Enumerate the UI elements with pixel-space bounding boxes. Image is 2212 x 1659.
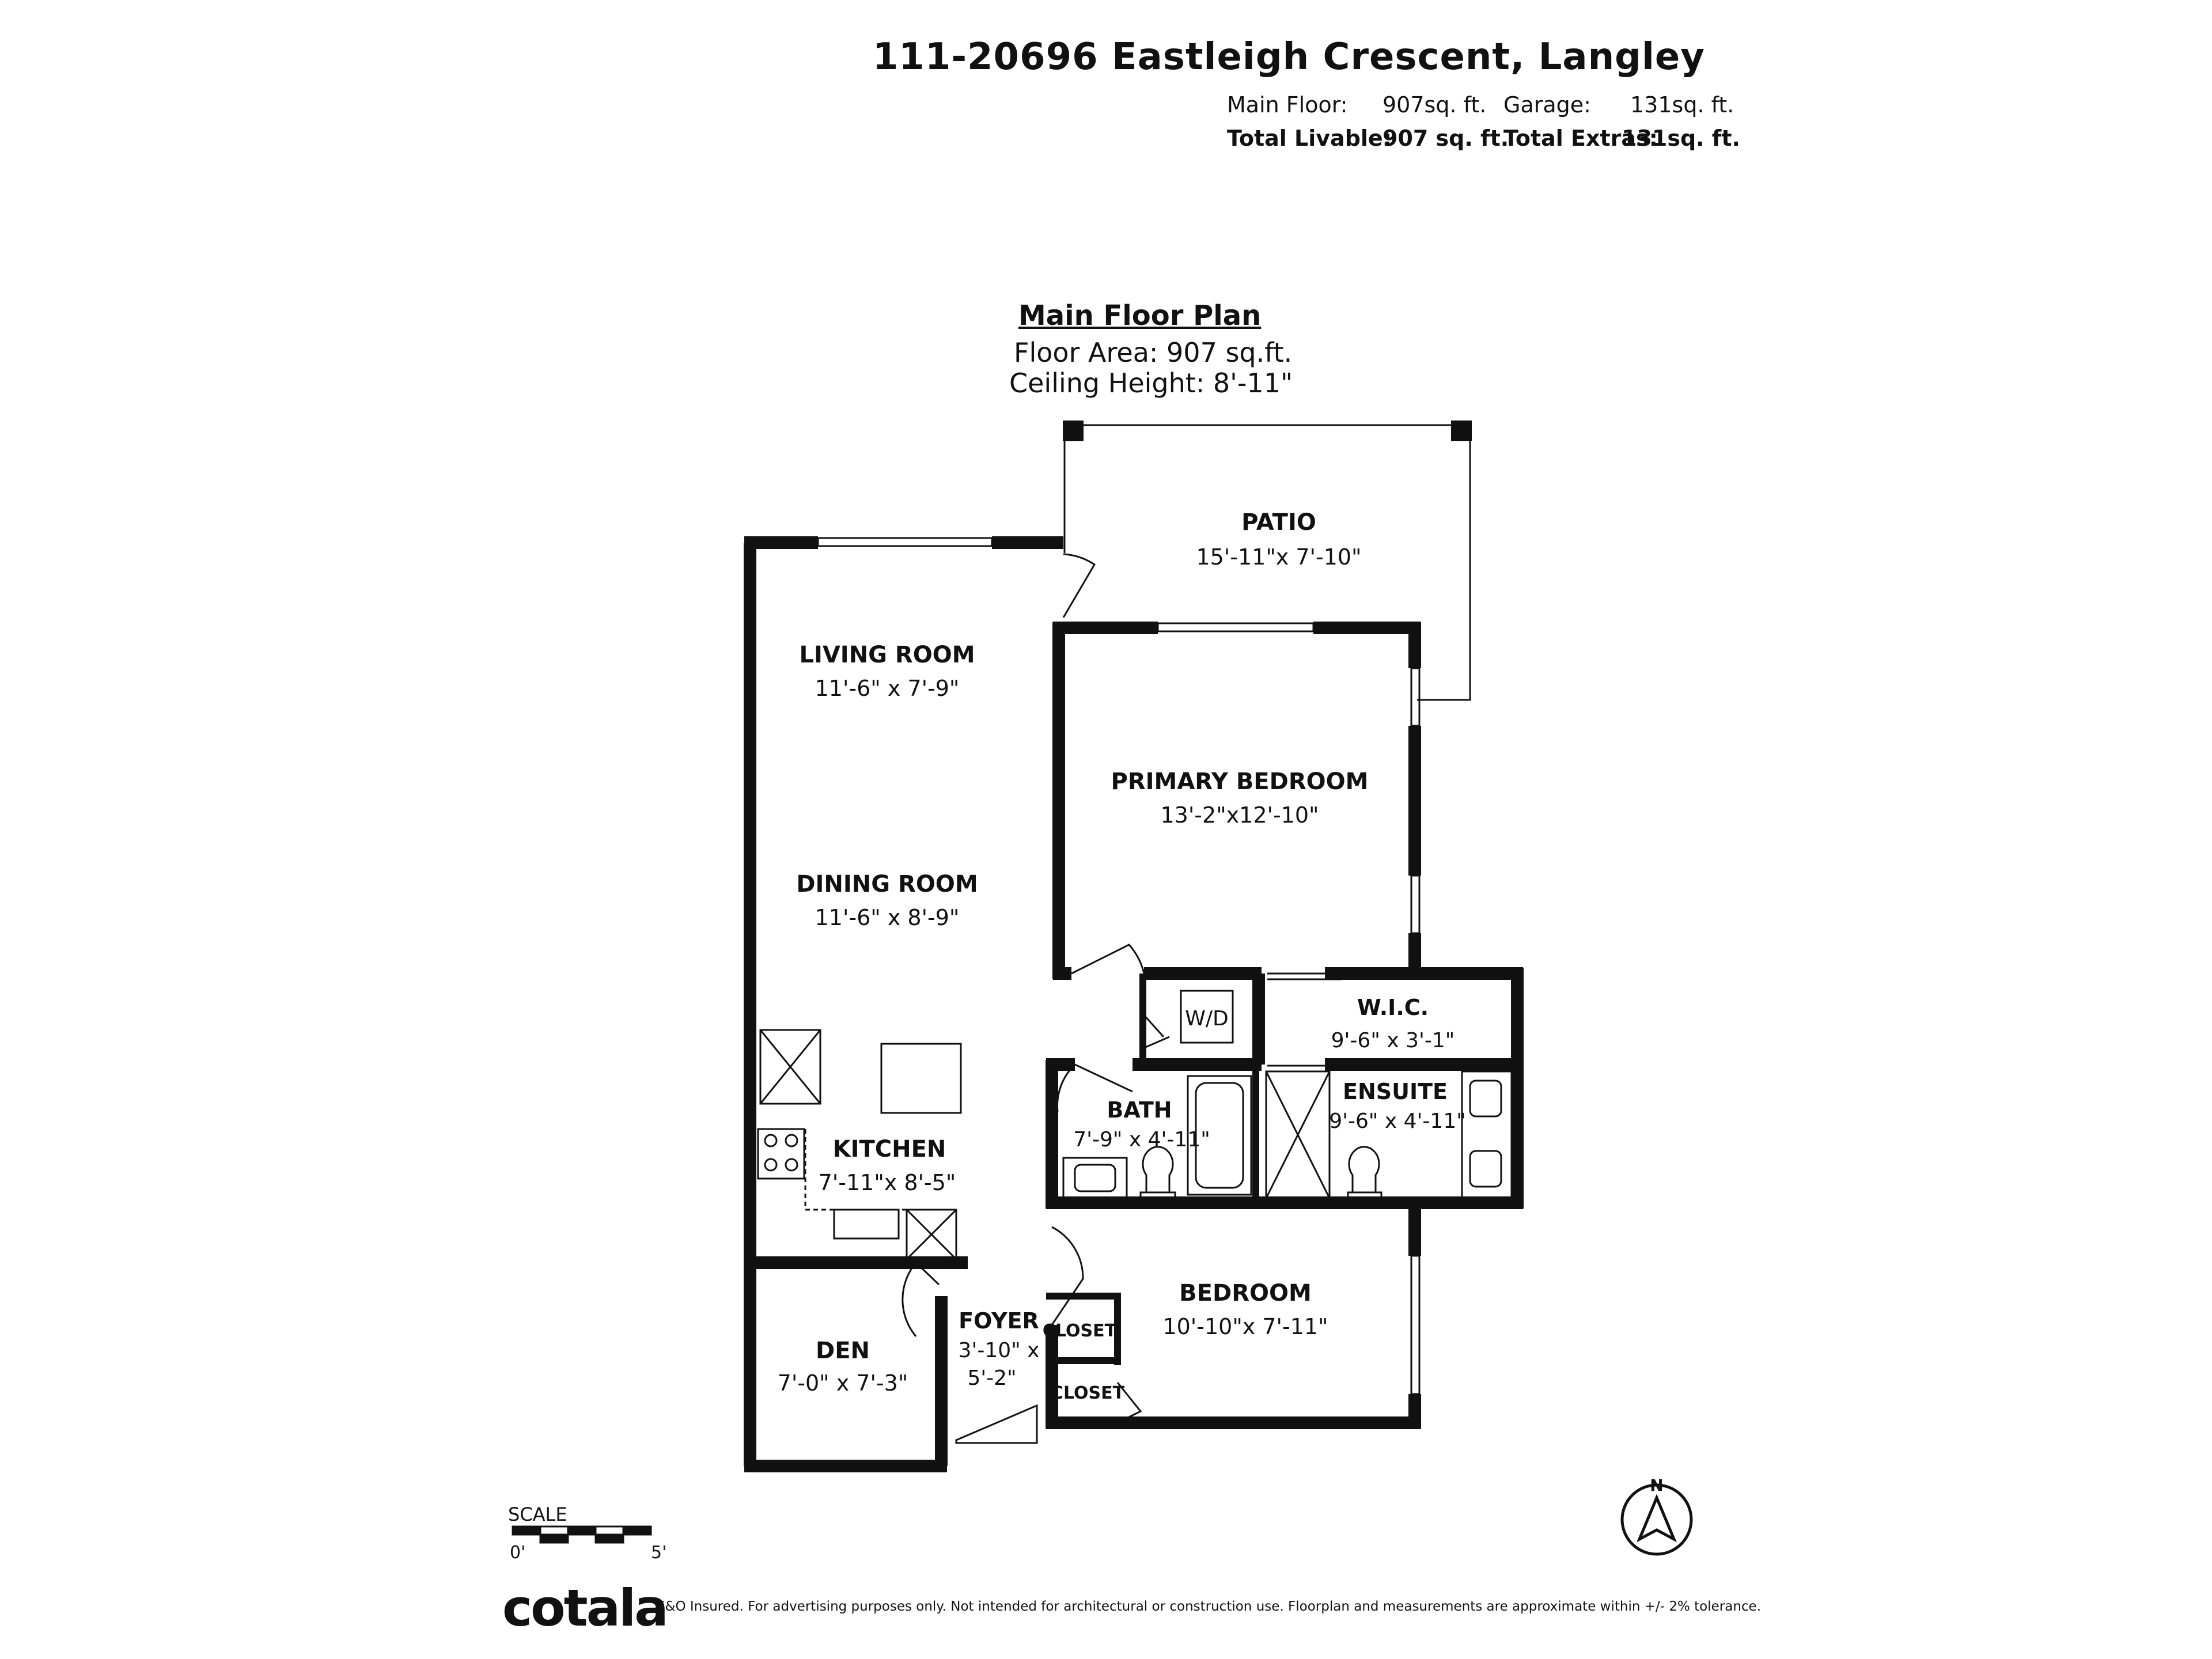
- window-living: [817, 537, 993, 547]
- garage-value: 131sq. ft.: [1630, 92, 1734, 118]
- bath-toilet: [1142, 1146, 1174, 1194]
- scale-end: 5': [651, 1543, 667, 1563]
- stove: [757, 1128, 805, 1180]
- door-entry: [955, 1404, 1038, 1444]
- floor-plan-title: Main Floor Plan: [1018, 300, 1262, 332]
- bath-sink: [1074, 1164, 1116, 1192]
- door-bath: [1056, 1063, 1133, 1112]
- ensuite-dims: 9'-6" x 4'-11": [1329, 1109, 1466, 1133]
- scale-label: SCALE: [508, 1503, 567, 1525]
- patio-outline: [1065, 424, 1471, 701]
- garage-label: Garage:: [1503, 92, 1591, 118]
- closet1-name: CLOSET: [1043, 1321, 1117, 1341]
- door-den: [902, 1262, 940, 1337]
- kitchen-island: [880, 1043, 962, 1114]
- dining-name: DINING ROOM: [796, 871, 978, 897]
- total-livable-label: Total Livable:: [1227, 126, 1392, 151]
- bath-tub-inner: [1195, 1082, 1244, 1189]
- bath-vanity: [1062, 1157, 1128, 1199]
- disclaimer-text: E&O Insured. For advertising purposes on…: [657, 1599, 1762, 1614]
- bedroom-dims: 10'-10"x 7'-11": [1162, 1314, 1328, 1339]
- foyer-dims-line1: 3'-10" x: [959, 1339, 1040, 1362]
- kitchen-dims: 7'-11"x 8'-5": [819, 1170, 956, 1195]
- fridge-cross: [759, 1029, 821, 1104]
- foyer-dims-line2: 5'-2": [967, 1366, 1016, 1390]
- bath-tub: [1187, 1075, 1252, 1196]
- scale-start: 0': [510, 1543, 526, 1563]
- bath-dims: 7'-9" x 4'-11": [1073, 1128, 1210, 1152]
- wic-name: W.I.C.: [1357, 995, 1429, 1020]
- wic-dims: 9'-6" x 3'-1": [1331, 1029, 1455, 1052]
- ensuite-name: ENSUITE: [1343, 1079, 1448, 1104]
- scale-bar: [512, 1525, 652, 1544]
- window-primary-east-bot: [1410, 874, 1421, 934]
- floor-area-text: Floor Area: 907 sq.ft.: [1014, 337, 1293, 368]
- total-extras-label: Total Extras:: [1503, 126, 1658, 151]
- ensuite-vanity: [1461, 1070, 1513, 1199]
- compass-label: N: [1650, 1476, 1663, 1495]
- ensuite-toilet: [1348, 1146, 1380, 1194]
- wd-unit: [1180, 990, 1234, 1044]
- north-arrow-icon: N: [1620, 1476, 1693, 1556]
- door-closet2: [1116, 1382, 1142, 1424]
- patio-post-right: [1451, 421, 1472, 441]
- living-name: LIVING ROOM: [799, 642, 975, 668]
- slider-primary: [1157, 622, 1315, 632]
- bath-name: BATH: [1107, 1097, 1172, 1123]
- patio-name: PATIO: [1241, 509, 1316, 536]
- den-name: DEN: [816, 1338, 870, 1364]
- den-dims: 7'-0" x 7'-3": [778, 1370, 908, 1396]
- kitchen-name: KITCHEN: [833, 1136, 946, 1162]
- main-floor-label: Main Floor:: [1227, 92, 1348, 118]
- patio-post-left: [1063, 421, 1084, 441]
- fridge: [759, 1029, 821, 1105]
- total-extras-value: 131sq. ft.: [1622, 126, 1740, 151]
- door-primary: [1071, 944, 1145, 975]
- dishwasher: [906, 1209, 957, 1260]
- ensuite-shower: [1265, 1070, 1331, 1199]
- closet2-name: CLOSET: [1051, 1383, 1125, 1403]
- brand-logo: cotala: [502, 1578, 669, 1638]
- foyer-name: FOYER: [959, 1308, 1039, 1334]
- primary-name: PRIMARY BEDROOM: [1111, 768, 1369, 795]
- bedroom-name: BEDROOM: [1179, 1280, 1312, 1306]
- window-bedroom-east: [1410, 1255, 1421, 1395]
- total-livable-value: 907 sq. ft.: [1382, 126, 1509, 151]
- ceiling-height-text: Ceiling Height: 8'-11": [1009, 368, 1293, 399]
- wd-name: W/D: [1185, 1007, 1228, 1031]
- property-address: 111-20696 Eastleigh Crescent, Langley: [872, 36, 1705, 78]
- door-bedroom: [1051, 1226, 1084, 1325]
- primary-dims: 13'-2"x12'-10": [1161, 802, 1319, 828]
- dining-dims: 11'-6" x 8'-9": [815, 905, 960, 930]
- patio-dims: 15'-11"x 7'-10": [1196, 544, 1361, 570]
- window-primary-east-top: [1410, 667, 1421, 727]
- door-patio: [1062, 553, 1096, 618]
- kitchen-sink: [833, 1209, 900, 1240]
- door-wic-left: [1267, 972, 1342, 980]
- living-dims: 11'-6" x 7'-9": [815, 676, 960, 701]
- main-floor-value: 907sq. ft.: [1382, 92, 1487, 118]
- door-wd: [1142, 1013, 1170, 1050]
